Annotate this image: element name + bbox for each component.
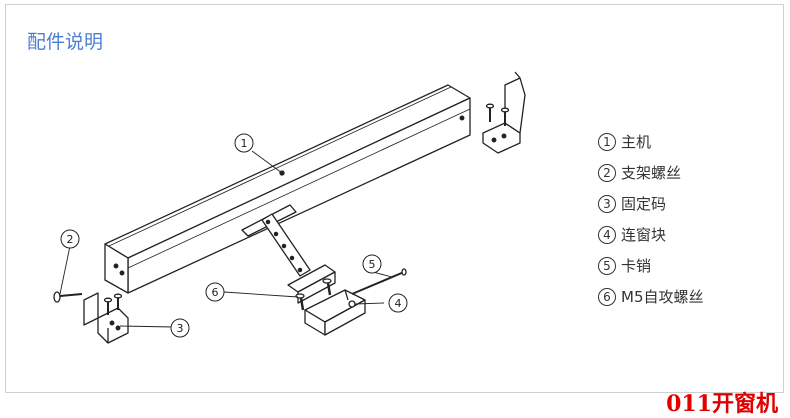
brand-watermark: 011开窗机 (666, 391, 778, 417)
callout-5-label: 5 (369, 258, 376, 271)
callout-1-label: 1 (241, 137, 248, 150)
legend-item: 2 支架螺丝 (598, 157, 704, 188)
callout-3-label: 3 (177, 322, 184, 335)
page-title: 配件说明 (27, 31, 104, 53)
callout-1 (234, 133, 254, 153)
diagram-frame (5, 4, 784, 393)
legend-label: 连窗块 (621, 226, 667, 244)
legend-label: 固定码 (621, 195, 667, 213)
callout-4-label: 4 (395, 297, 402, 310)
callout-4 (388, 293, 408, 313)
pin-drawing (351, 268, 407, 295)
leader-lines (59, 150, 393, 328)
legend-number: 3 (598, 194, 616, 213)
parts-legend: 1 主机 2 支架螺丝 3 固定码 4 连窗块 5 卡销 6 M5自攻螺丝 (598, 126, 704, 312)
legend-item: 1 主机 (598, 126, 704, 157)
legend-item: 6 M5自攻螺丝 (598, 281, 704, 312)
callout-circles (60, 133, 408, 338)
legend-item: 4 连窗块 (598, 219, 704, 250)
legend-label: 支架螺丝 (621, 164, 682, 182)
callout-2 (60, 229, 80, 249)
callout-6-label: 6 (212, 286, 219, 299)
legend-number: 6 (598, 287, 616, 306)
left-bracket-drawing (53, 291, 129, 344)
legend-item: 5 卡销 (598, 250, 704, 281)
legend-label: 卡销 (621, 257, 652, 275)
callout-2-label: 2 (67, 233, 74, 246)
legend-label: M5自攻螺丝 (621, 288, 704, 306)
legend-number: 5 (598, 256, 616, 275)
callout-3 (170, 318, 190, 338)
right-bracket-drawing (482, 71, 526, 154)
legend-number: 2 (598, 163, 616, 182)
legend-number: 4 (598, 225, 616, 244)
callout-6 (205, 282, 225, 302)
legend-number: 1 (598, 132, 616, 151)
legend-label: 主机 (621, 133, 652, 151)
legend-item: 3 固定码 (598, 188, 704, 219)
callout-5 (362, 254, 382, 274)
chain-drawing (241, 204, 311, 277)
main-unit-drawing (104, 84, 471, 294)
m5-screws-drawing (295, 278, 332, 311)
